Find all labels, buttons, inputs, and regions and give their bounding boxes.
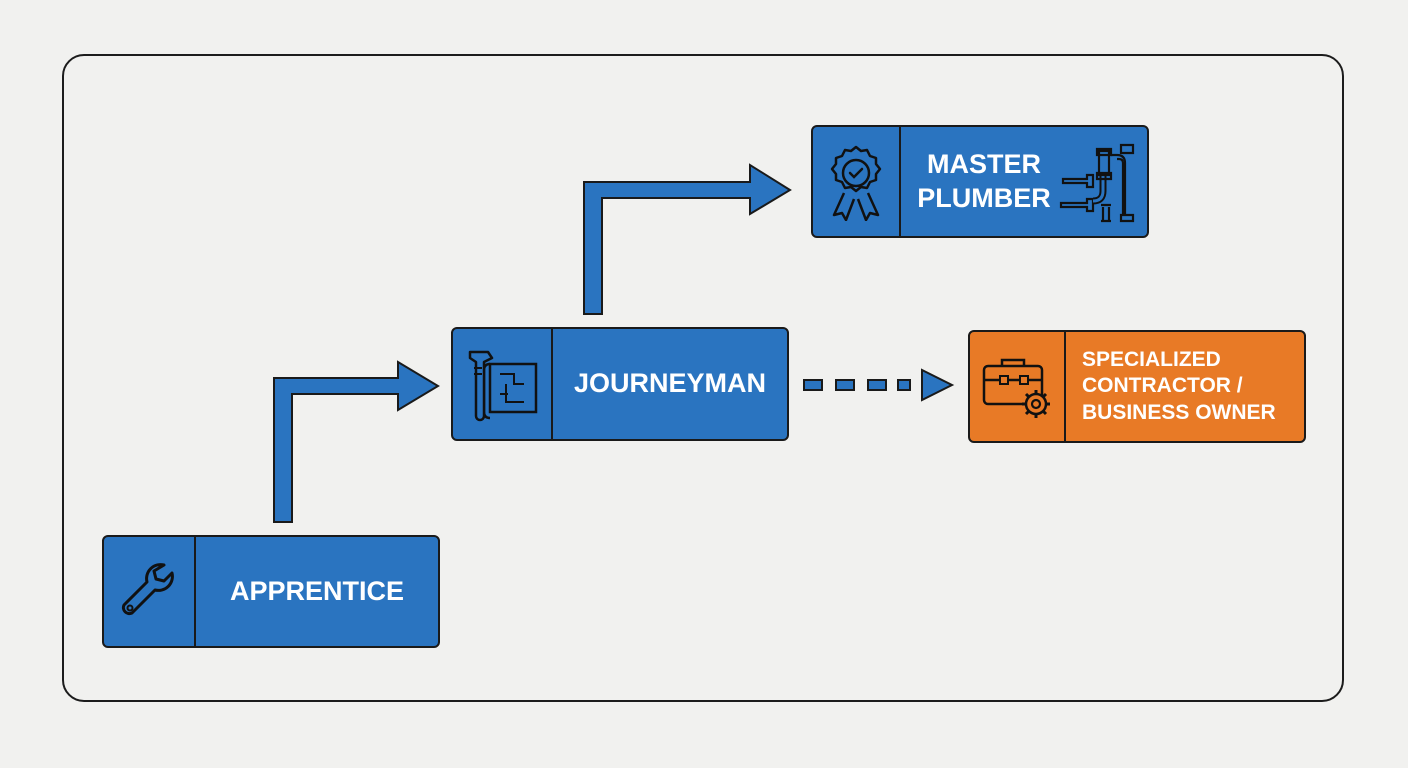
- stage-journeyman-label: JOURNEYMAN: [573, 368, 767, 399]
- stage-master-line1: MASTER: [927, 148, 1041, 179]
- stage-apprentice-label: APPRENTICE: [229, 575, 405, 606]
- diagram-frame: [62, 54, 1344, 702]
- arrow-apprentice-to-journeyman: [273, 360, 440, 523]
- stage-master-plumber: MASTER PLUMBER: [811, 125, 1149, 238]
- stage-journeyman: JOURNEYMAN: [451, 327, 789, 441]
- toolbox-gear-icon: [970, 332, 1066, 441]
- stage-contractor-line3: BUSINESS OWNER: [1082, 400, 1276, 424]
- wrench-icon: [104, 537, 196, 646]
- stage-master-label: MASTER PLUMBER: [901, 127, 1147, 236]
- arrow-journeyman-to-contractor: [803, 368, 955, 402]
- award-badge-icon: [813, 127, 901, 236]
- stage-contractor-line2: CONTRACTOR /: [1082, 374, 1243, 398]
- pipe-wrench-blueprint-icon: [453, 329, 553, 439]
- stage-master-line2: PLUMBER: [917, 182, 1051, 213]
- arrow-journeyman-to-master: [583, 163, 792, 315]
- stage-contractor-label: SPECIALIZED CONTRACTOR / BUSINESS OWNER: [1066, 332, 1304, 441]
- stage-contractor-line1: SPECIALIZED: [1082, 348, 1221, 372]
- stage-apprentice: APPRENTICE: [102, 535, 440, 648]
- stage-contractor: SPECIALIZED CONTRACTOR / BUSINESS OWNER: [968, 330, 1306, 443]
- pipes-icon: [1059, 141, 1137, 230]
